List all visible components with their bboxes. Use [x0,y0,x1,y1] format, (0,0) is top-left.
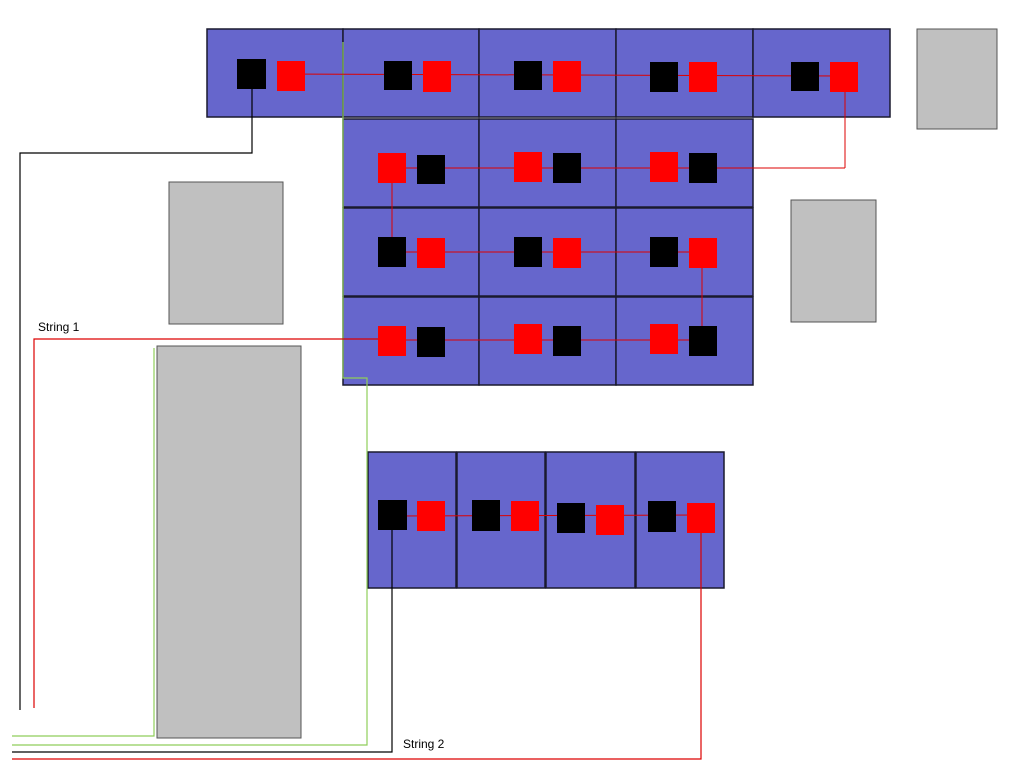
positive-terminal [650,152,678,182]
positive-terminal [417,501,445,531]
panel [478,28,617,118]
negative-terminal [384,61,412,90]
obstruction-top-right [916,28,998,130]
negative-terminal [514,61,542,90]
positive-terminal [423,61,451,92]
negative-terminal [791,62,819,91]
obstructions [156,28,998,739]
string-1-negative-wire [19,88,253,710]
positive-terminal [378,153,406,183]
panel [206,28,344,118]
positive-terminal [277,61,305,91]
panel [615,28,754,118]
positive-terminal [553,61,581,92]
negative-terminal [650,62,678,92]
negative-terminal [553,153,581,183]
positive-terminal [650,324,678,354]
negative-terminal [378,237,406,267]
positive-terminal [689,62,717,92]
string-2-negative-wire [12,529,393,753]
obstruction-tall [156,345,302,739]
negative-terminal [378,500,407,530]
panel [752,28,891,118]
panel [342,118,480,208]
positive-terminal [378,326,406,356]
positive-terminal [596,505,624,535]
positive-terminal [689,238,717,268]
obstruction-right [790,199,877,323]
panel [615,296,754,386]
home-run-wires [12,88,702,760]
positive-terminal [514,324,542,354]
negative-terminal [689,326,717,356]
negative-terminal [514,237,542,267]
negative-terminal [417,327,445,357]
positive-terminal [830,62,858,92]
string-2-label: String 2 [403,737,445,751]
obstruction-left [168,181,284,325]
string-1-label: String 1 [38,320,80,334]
negative-terminal [650,237,678,267]
panel [342,296,480,386]
positive-terminal [417,238,445,268]
positive-terminal [514,152,542,182]
negative-terminal [417,155,445,184]
negative-terminal [237,59,266,89]
string-2-positive-wire [12,532,702,760]
panel [615,118,754,208]
negative-terminal [472,500,500,531]
string-1-positive-wire [33,338,380,708]
panel [478,118,617,208]
terminals [237,59,858,535]
negative-terminal [553,326,581,356]
panels-string-1 [206,28,891,386]
positive-terminal [511,501,539,531]
positive-terminal [687,503,715,533]
negative-terminal [648,501,676,532]
negative-terminal [557,503,585,533]
ground-wire [12,42,368,746]
panel [478,296,617,386]
negative-terminal [689,153,717,183]
positive-terminal [553,238,581,268]
